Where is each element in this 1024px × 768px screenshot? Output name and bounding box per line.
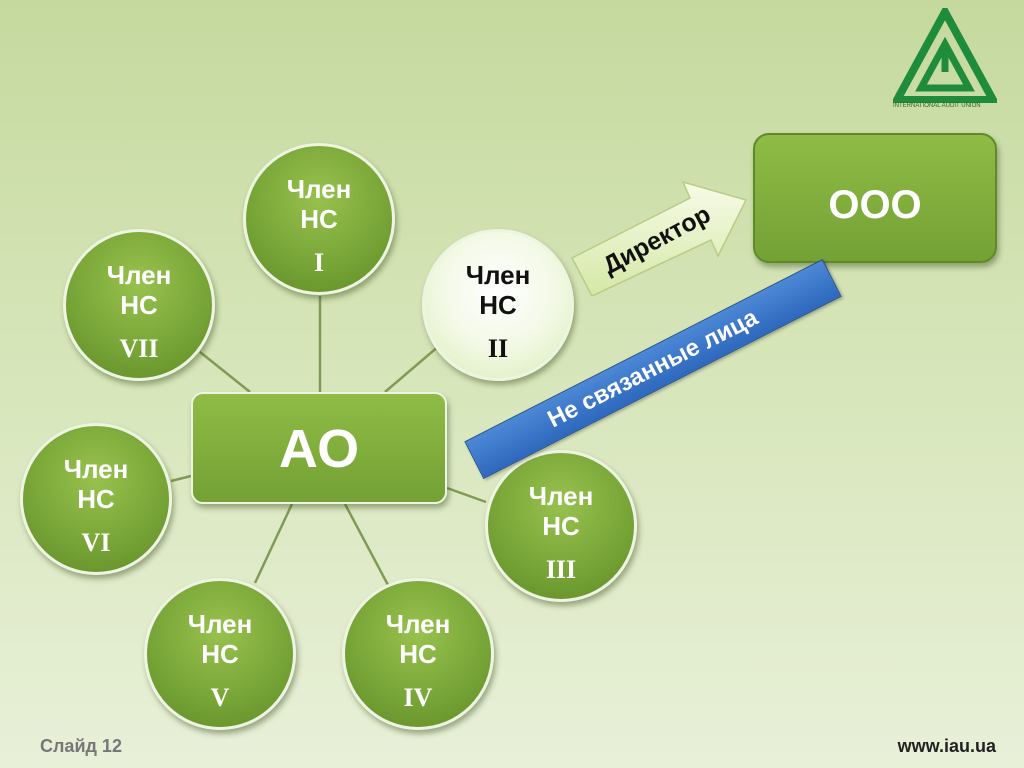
node-member-6: Член НС VI [20, 423, 172, 575]
connector-ao-member-6 [170, 474, 192, 483]
connector-ao-member-4 [343, 503, 390, 586]
node-label: НС [542, 511, 580, 541]
node-label: НС [300, 204, 338, 234]
node-label: Член [528, 481, 594, 511]
node-label: Член [187, 609, 253, 639]
center-node-ao: АО [191, 392, 447, 504]
node-label: НС [120, 290, 158, 320]
node-numeral: VI [81, 528, 111, 557]
connector-ao-member-5 [253, 503, 294, 584]
node-label: НС [201, 639, 239, 669]
node-member-3: Член НС III [485, 450, 637, 602]
node-label: Член [385, 609, 451, 639]
connector-ao-member-7 [199, 351, 251, 393]
website-link[interactable]: www.iau.ua [897, 736, 996, 756]
company-node-ooo: ООО [753, 133, 997, 263]
node-numeral: III [545, 555, 577, 584]
iau-logo-icon [893, 8, 997, 103]
node-label: Член [106, 260, 172, 290]
director-arrow-icon [570, 180, 748, 296]
node-label: Член [465, 260, 531, 290]
node-numeral: II [487, 334, 509, 363]
node-label: Член [286, 174, 352, 204]
node-member-7: Член НС VII [63, 229, 215, 381]
node-numeral: V [210, 683, 230, 712]
logo-text: INTERNATIONAL AUDIT UNION [893, 103, 981, 109]
connector-ao-member-2 [384, 344, 441, 393]
center-node-label: АО [278, 419, 360, 479]
node-numeral: IV [403, 683, 433, 712]
node-label: НС [77, 484, 115, 514]
node-label: Член [63, 454, 129, 484]
node-member-4: Член НС IV [342, 578, 494, 730]
node-numeral: VII [119, 334, 159, 363]
node-member-1: Член НС I [243, 143, 395, 295]
node-numeral: I [313, 248, 325, 277]
node-label: НС [399, 639, 437, 669]
slide-number: Слайд 12 [40, 736, 122, 756]
connector-ao-member-3 [446, 486, 487, 504]
node-label: НС [479, 290, 517, 320]
company-node-label: ООО [828, 183, 922, 227]
node-member-2: Член НС II [422, 229, 574, 381]
node-member-5: Член НС V [144, 578, 296, 730]
